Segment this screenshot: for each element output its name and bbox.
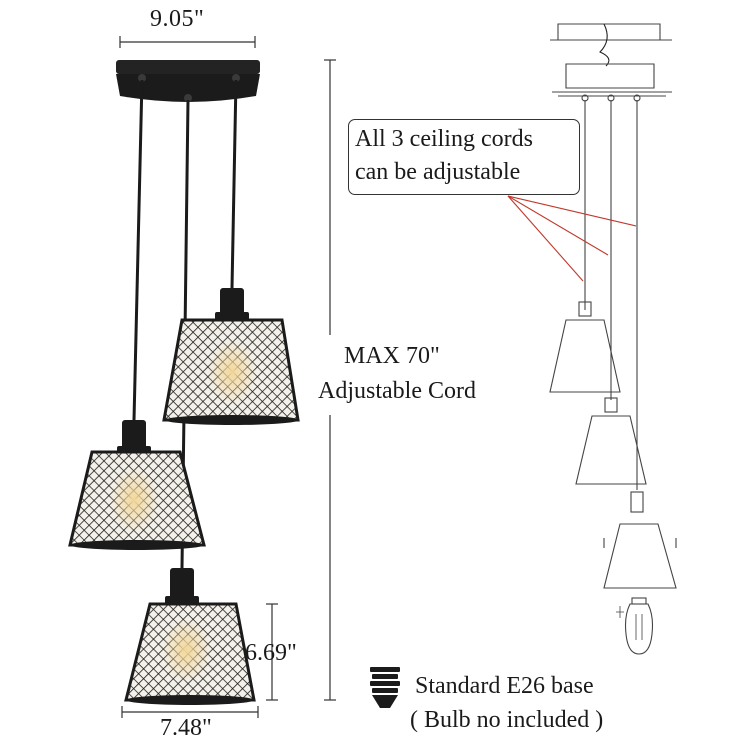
adjustable-cords-callout: All 3 ceiling cords can be adjustable [348, 119, 580, 195]
technical-diagram [549, 23, 677, 655]
max-cord-label: MAX 70" [344, 343, 440, 369]
pendant-shade-middle [68, 420, 206, 550]
shade-height-label: 6.69" [245, 640, 297, 666]
callout-leader-lines [507, 195, 637, 282]
pendant-shade-lower [124, 568, 256, 705]
canopy-width-dimension-line [119, 36, 256, 48]
base-type-label: Standard E26 base [415, 673, 594, 699]
shade-width-label: 7.48" [160, 715, 212, 741]
shade-width-dimension-line [121, 706, 259, 718]
bulb-not-included-note: ( Bulb no included ) [410, 707, 604, 733]
e26-base-icon [370, 667, 400, 708]
ceiling-canopy [116, 60, 260, 102]
max-cord-dimension-line [324, 59, 336, 701]
canopy-width-label: 9.05" [150, 6, 205, 32]
callout-line-2: can be adjustable [355, 159, 521, 185]
shade-height-dimension-line [266, 603, 278, 701]
pendant-shade-upper [162, 288, 300, 425]
adjustable-cord-label: Adjustable Cord [318, 378, 476, 404]
callout-line-1: All 3 ceiling cords [355, 126, 533, 152]
